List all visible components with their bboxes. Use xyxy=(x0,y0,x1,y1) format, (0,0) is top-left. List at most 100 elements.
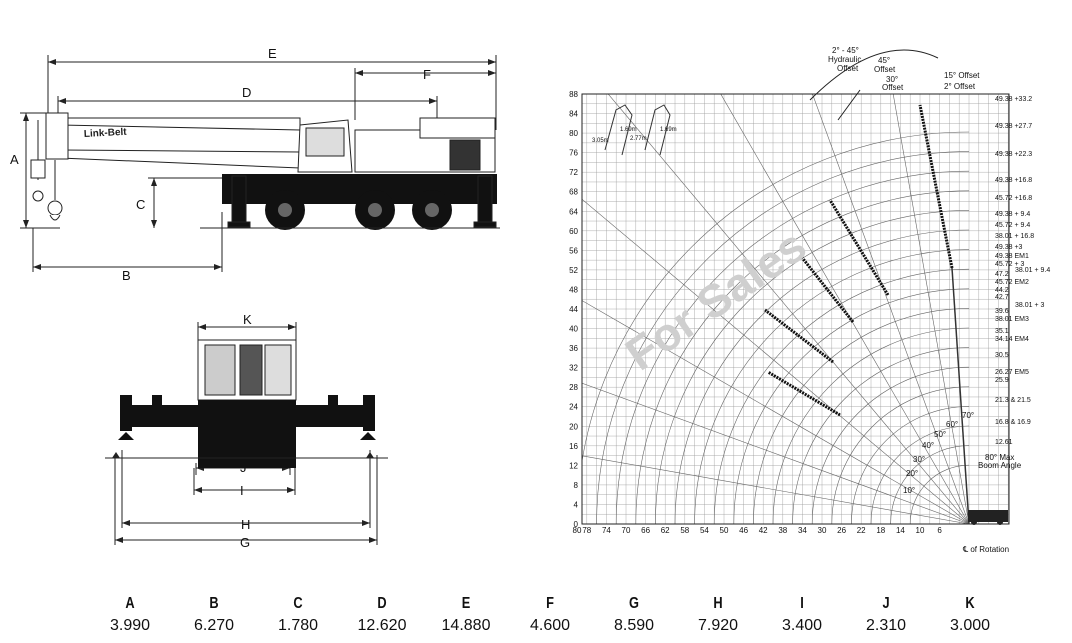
boom-length-label: 49.38 EM1 xyxy=(995,253,1029,260)
y-tick-label: 12 xyxy=(569,461,578,470)
angle-ray xyxy=(582,198,970,524)
boom-length-label: 42.7 xyxy=(995,294,1009,301)
chart-y-ticks: 0481216202428323640444852566064687276808… xyxy=(569,90,578,529)
boom xyxy=(45,112,301,169)
angle-label-30: 30° xyxy=(913,455,925,464)
dim-label-h: H xyxy=(241,517,250,532)
boom-length-label: 16.8 & 16.9 xyxy=(995,419,1031,426)
angle-ray xyxy=(892,94,970,524)
boom-length-label: 25.9 xyxy=(995,377,1009,384)
angle-ray xyxy=(582,382,970,524)
boom-length-label: 38.01 + 16.8 xyxy=(995,233,1034,240)
boom-length-label: 49.38 +33.2 xyxy=(995,96,1032,103)
crane-front-view: K J I H G xyxy=(105,312,388,550)
x-tick-label: 22 xyxy=(857,526,866,535)
x-tick-label: 58 xyxy=(680,526,689,535)
y-tick-label: 28 xyxy=(569,383,578,392)
rotation-label: ℄ of Rotation xyxy=(962,545,1009,554)
crane-side-view: E F D A C B Link-Belt xyxy=(10,46,500,283)
inset-dim-4: 1.69m xyxy=(660,127,677,133)
offset-30-line2: Offset xyxy=(882,83,904,92)
y-tick-label: 44 xyxy=(569,305,578,314)
offset-15: 15° Offset xyxy=(944,71,980,80)
max-angle-line2: Boom Angle xyxy=(978,461,1022,470)
dimension-value: 7.920 xyxy=(697,617,739,634)
dim-label-g: G xyxy=(240,535,250,550)
dimension-value: 6.270 xyxy=(193,617,235,634)
radius-arc xyxy=(851,406,970,524)
boom-length-label: 49.38 +22.3 xyxy=(995,151,1032,158)
y-tick-label: 88 xyxy=(569,90,578,99)
offset-hydraulic-line1: 2° - 45° xyxy=(832,46,859,55)
x-tick-label: 18 xyxy=(876,526,885,535)
angle-ray xyxy=(812,94,970,524)
angle-ray xyxy=(720,94,970,524)
boom-length-label: 30.5 xyxy=(995,352,1009,359)
boom-length-label: 47.2 xyxy=(995,271,1009,278)
boom-length-label: 44.2 xyxy=(995,287,1009,294)
y-tick-label: 20 xyxy=(569,422,578,431)
radius-arc xyxy=(831,386,970,524)
y-tick-label: 56 xyxy=(569,246,578,255)
boom-jib-line xyxy=(798,254,855,323)
inset-dim-2: 3.05m xyxy=(592,138,609,144)
dimension-b: B 6.270 xyxy=(174,592,254,636)
dim-label-k: K xyxy=(243,312,252,327)
x-tick-label: 80 xyxy=(573,526,582,535)
dimension-value: 3.000 xyxy=(949,617,991,634)
radius-arc xyxy=(870,425,970,524)
boom-length-label: 21.3 & 21.5 xyxy=(995,397,1031,404)
y-tick-label: 8 xyxy=(574,481,579,490)
offset-2: 2° Offset xyxy=(944,82,976,91)
offset-45-line1: 45° xyxy=(878,56,890,65)
x-tick-label: 62 xyxy=(661,526,670,535)
x-tick-label: 34 xyxy=(798,526,807,535)
y-tick-label: 84 xyxy=(569,110,578,119)
x-tick-label: 38 xyxy=(778,526,787,535)
dimension-letter: A xyxy=(125,595,135,612)
inset-dim-3: 2.77m xyxy=(630,136,647,142)
radius-arc xyxy=(792,347,970,524)
boom-length-label: 38.01 EM3 xyxy=(995,316,1029,323)
angle-label-20: 20° xyxy=(906,469,918,478)
dim-label-d: D xyxy=(242,85,251,100)
angle-label-50: 50° xyxy=(934,430,946,439)
x-tick-label: 26 xyxy=(837,526,846,535)
dim-label-e: E xyxy=(268,46,277,61)
radius-arc xyxy=(753,308,970,524)
y-tick-label: 72 xyxy=(569,168,578,177)
y-tick-label: 16 xyxy=(569,442,578,451)
dimension-letter: E xyxy=(461,595,471,612)
boom-length-label: 35.1 xyxy=(995,328,1009,335)
dimension-letter: B xyxy=(209,595,219,612)
chart-radius-arcs xyxy=(582,131,970,524)
dimension-letter: D xyxy=(377,595,387,612)
radius-arc xyxy=(615,170,970,524)
working-range-chart: 0481216202428323640444852566064687276808… xyxy=(569,46,1050,554)
dim-label-a: A xyxy=(10,152,19,167)
angle-label-40: 40° xyxy=(922,441,934,450)
dimension-value: 14.880 xyxy=(441,617,491,634)
angle-label-10: 10° xyxy=(903,486,915,495)
dim-label-i: I xyxy=(240,483,244,498)
radius-arc xyxy=(674,229,970,524)
x-tick-label: 66 xyxy=(641,526,650,535)
angle-label-60: 60° xyxy=(946,420,958,429)
y-tick-label: 48 xyxy=(569,285,578,294)
chart-watermark: For Sales xyxy=(616,219,815,380)
angle-ray xyxy=(582,300,970,524)
y-tick-label: 40 xyxy=(569,325,578,334)
boom-length-label: 38.01 + 3 xyxy=(1015,302,1044,309)
boom-length-label: 38.01 + 9.4 xyxy=(1015,267,1050,274)
inset-dim-1: 1.69m xyxy=(620,127,637,133)
boom-length-label: 12.61 xyxy=(995,439,1013,446)
dimension-letter: J xyxy=(882,595,890,612)
boom-length-label: 45.72 + 9.4 xyxy=(995,222,1030,229)
x-tick-label: 10 xyxy=(916,526,925,535)
